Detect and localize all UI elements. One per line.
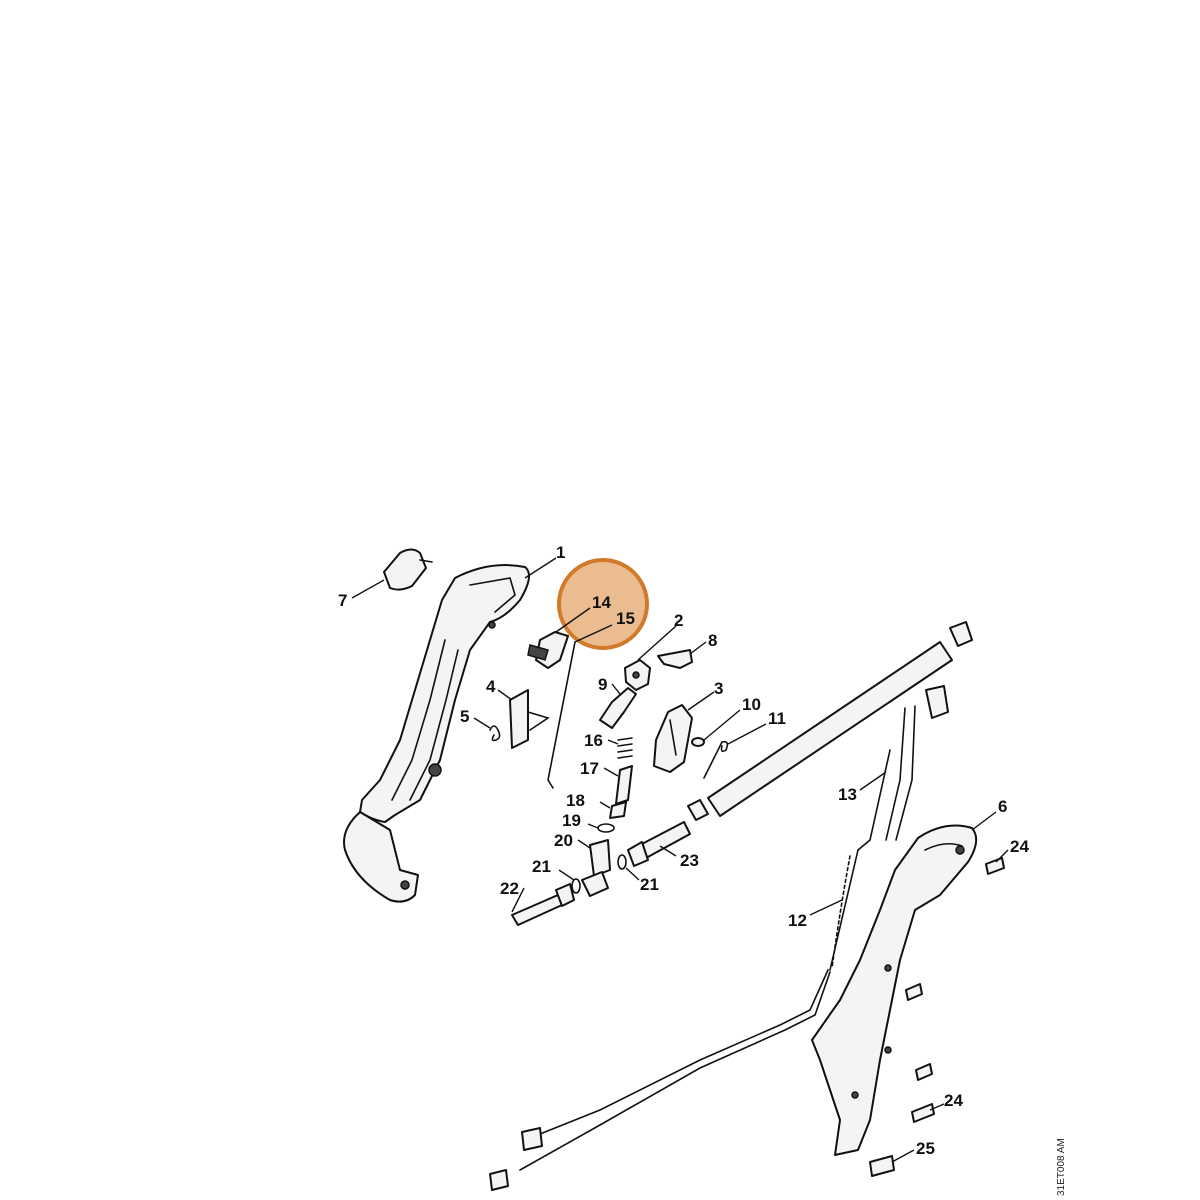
highlight-circle <box>557 558 649 650</box>
callout-23: 23 <box>680 851 699 870</box>
part-11-spring <box>703 740 729 779</box>
screw-mid-1 <box>905 983 923 1001</box>
callout-25: 25 <box>916 1139 935 1158</box>
part-13-cable <box>857 685 949 851</box>
part-24-screw-top <box>985 857 1005 875</box>
part-9-link <box>599 687 637 729</box>
callout-2: 2 <box>674 611 683 630</box>
part-3-trigger <box>653 704 693 773</box>
connector-body <box>581 871 609 897</box>
part-6-handle-housing <box>811 824 978 1156</box>
callout-8: 8 <box>708 631 717 650</box>
callout-19: 19 <box>562 811 581 830</box>
callout-10: 10 <box>742 695 761 714</box>
part-22-bolt <box>511 883 575 926</box>
callout-17: 17 <box>580 759 599 778</box>
screw-mid-2 <box>915 1063 933 1081</box>
part-12-cable <box>489 849 859 1191</box>
callout-13: 13 <box>838 785 857 804</box>
part-7-cap <box>383 548 433 591</box>
callout-18: 18 <box>566 791 585 810</box>
part-4-slide <box>509 689 550 749</box>
callout-16: 16 <box>584 731 603 750</box>
callout-24a: 24 <box>1010 837 1029 856</box>
callout-12: 12 <box>788 911 807 930</box>
callout-7: 7 <box>338 591 347 610</box>
tube <box>687 621 973 821</box>
part-16-spring <box>617 737 633 759</box>
part-18-nipple <box>609 801 627 819</box>
part-5-spring <box>489 725 501 742</box>
part-20-sleeve <box>589 839 611 877</box>
part-19-o-ring <box>597 823 615 833</box>
part-24-screw-bottom <box>911 1103 935 1123</box>
callout-6: 6 <box>998 797 1007 816</box>
callout-22: 22 <box>500 879 519 898</box>
part-21-o-ring-right <box>617 854 627 870</box>
callout-15: 15 <box>616 609 635 628</box>
part-14-lever <box>527 631 569 669</box>
leader-lines <box>351 557 1009 1163</box>
part-15-rod <box>547 641 576 789</box>
callout-21a: 21 <box>532 857 551 876</box>
callout-9: 9 <box>598 675 607 694</box>
callout-3: 3 <box>714 679 723 698</box>
part-1-handle-housing <box>343 564 530 903</box>
callout-5: 5 <box>460 707 469 726</box>
callout-11: 11 <box>768 709 786 728</box>
part-23-bolt <box>627 821 691 867</box>
callout-1: 1 <box>556 543 565 562</box>
callouts: 1 2 3 4 5 6 7 8 9 10 11 12 13 14 15 16 1… <box>338 543 1029 1158</box>
callout-20: 20 <box>554 831 573 850</box>
part-25-screw <box>869 1155 895 1177</box>
part-10-pin <box>691 737 705 747</box>
part-2-bracket <box>624 659 651 691</box>
callout-4: 4 <box>486 677 496 696</box>
callout-14: 14 <box>592 593 611 612</box>
part-21-o-ring-left <box>571 878 581 894</box>
callout-21b: 21 <box>640 875 659 894</box>
drawing-code: 31ET008 AM <box>1056 1138 1067 1196</box>
part-17-valve <box>615 765 633 805</box>
callout-24b: 24 <box>944 1091 963 1110</box>
part-8-clip <box>657 649 693 669</box>
